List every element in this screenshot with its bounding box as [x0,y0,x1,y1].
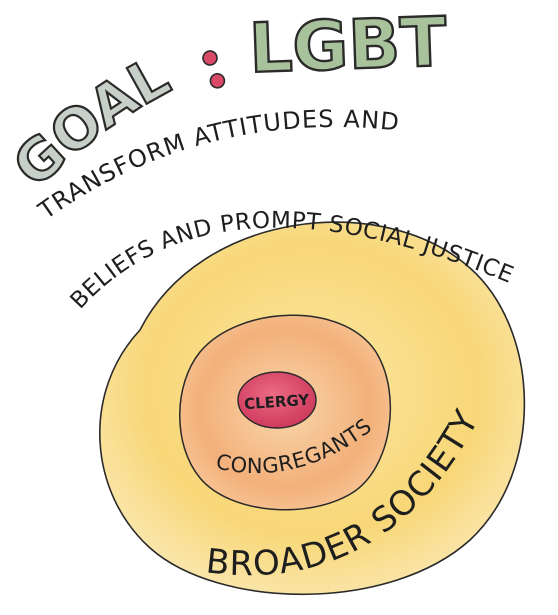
clergy-label: CLERGY [243,391,310,414]
lgbt-heading: LGBT [248,3,449,89]
inner-circle-group [237,371,317,429]
heading-separator-group: : [202,50,226,89]
separator-dot-top [202,50,218,66]
inner-circle [237,371,317,429]
separator-dot-bottom [209,73,226,89]
heading: GOAL : LGBT [0,2,450,201]
